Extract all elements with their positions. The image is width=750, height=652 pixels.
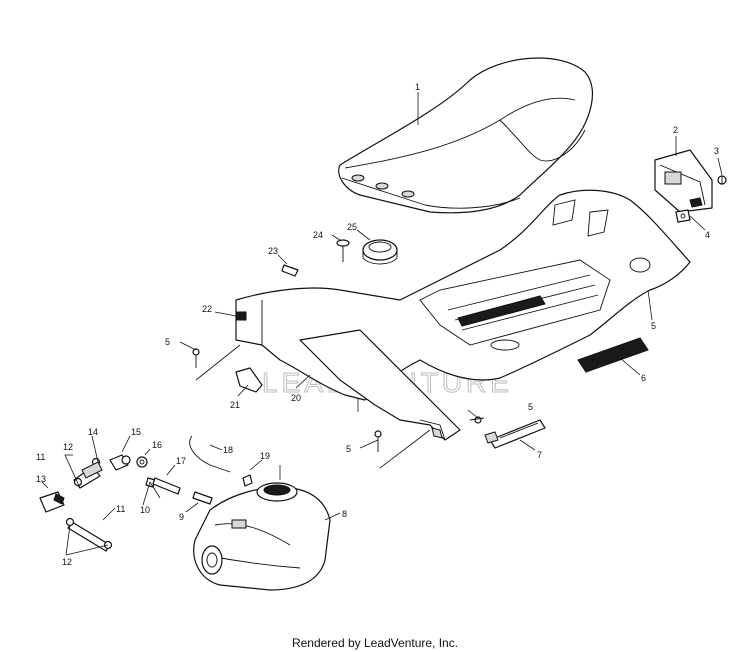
callout-1: 1 (415, 82, 420, 92)
callout-19: 19 (260, 451, 270, 461)
callout-20: 20 (291, 393, 301, 403)
callout-5-rear: 5 (651, 321, 656, 331)
grip-pad-6-part[interactable] (577, 337, 649, 373)
callout-14: 14 (88, 427, 98, 437)
callout-5-right: 5 (528, 402, 533, 412)
grip-pad-7-part[interactable] (484, 419, 546, 449)
callout-6: 6 (641, 373, 646, 383)
screw-24-part[interactable] (336, 239, 350, 262)
callout-10: 10 (140, 505, 150, 515)
callout-labels: 1 2 3 4 5 5 5 5 6 7 8 9 10 11 11 12 12 1… (36, 82, 719, 567)
callout-13: 13 (36, 474, 46, 484)
callout-18: 18 (223, 445, 233, 455)
ferrule-16-part[interactable] (136, 456, 148, 468)
seat-base-part[interactable] (235, 189, 691, 401)
callout-11-bottom: 11 (116, 504, 125, 514)
fuel-tank-part[interactable] (193, 482, 331, 591)
callout-7: 7 (537, 450, 542, 460)
elbow-15-part[interactable] (109, 454, 131, 471)
vent-hose-part[interactable] (189, 435, 231, 473)
callout-9: 9 (179, 512, 184, 522)
seat-part[interactable] (338, 57, 594, 214)
callout-23: 23 (268, 246, 278, 256)
callout-8: 8 (342, 509, 347, 519)
callout-11-top: 11 (36, 452, 45, 462)
washer-plate-part[interactable] (675, 209, 691, 223)
clip-19-part[interactable] (242, 474, 253, 487)
tube-part[interactable] (67, 466, 111, 552)
callout-24: 24 (313, 230, 323, 240)
leader-lines (41, 92, 723, 556)
fuel-cap-part[interactable] (362, 239, 398, 265)
callout-4: 4 (705, 230, 710, 240)
hose-17-part[interactable] (152, 477, 181, 495)
callout-12-bottom: 12 (62, 557, 72, 567)
callout-15: 15 (131, 427, 141, 437)
callout-5-center: 5 (346, 444, 351, 454)
callout-2: 2 (673, 125, 678, 135)
fitting-14-part[interactable] (81, 461, 103, 479)
rear-bracket-part[interactable] (654, 149, 713, 213)
valve-part[interactable] (39, 491, 65, 513)
bracket-21-part[interactable] (235, 367, 263, 393)
callout-3: 3 (714, 146, 719, 156)
callout-16: 16 (152, 440, 162, 450)
fitting-9-part[interactable] (192, 491, 213, 505)
callout-22: 22 (202, 304, 212, 314)
bolt-part[interactable] (717, 175, 727, 185)
tunnel-extension (299, 329, 461, 441)
callout-25: 25 (347, 222, 357, 232)
screw-5-part[interactable] (192, 348, 485, 452)
callout-12-top: 12 (63, 442, 73, 452)
footer-credit: Rendered by LeadVenture, Inc. (291, 636, 459, 650)
callout-5-left: 5 (165, 337, 170, 347)
rivet-23-part[interactable] (281, 264, 299, 277)
callout-17: 17 (176, 456, 186, 466)
callout-21: 21 (230, 400, 240, 410)
